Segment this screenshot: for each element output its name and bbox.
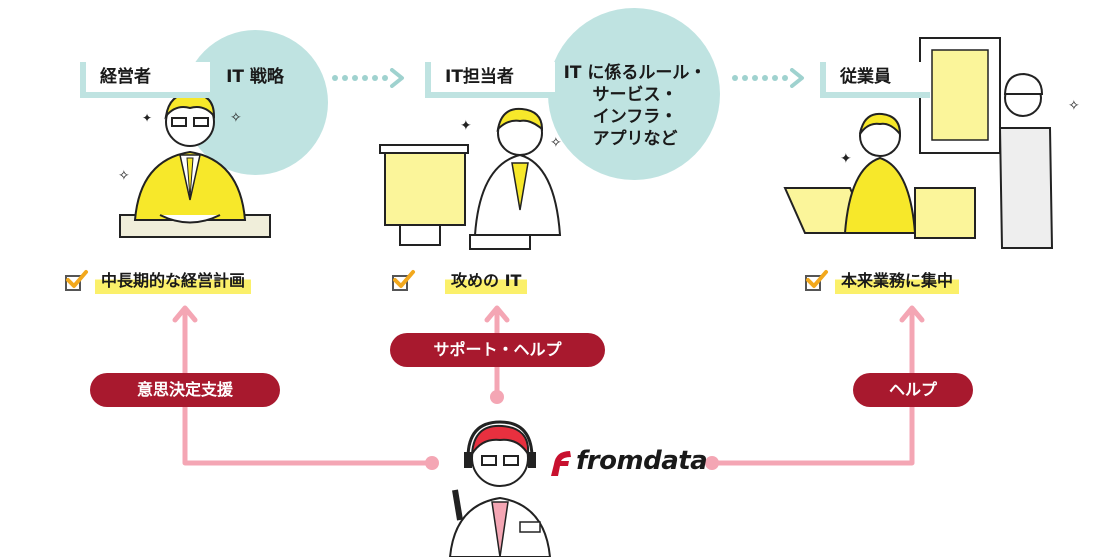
role-employee-text: 従業員 (840, 67, 891, 87)
role-label-executive: 経営者 (80, 62, 210, 98)
role-label-it-staff: IT担当者 (425, 62, 555, 98)
support-pill-help-support: サポート・ヘルプ (390, 333, 605, 367)
role-label-employee: 従業員 (820, 62, 930, 98)
role-executive-text: 経営者 (100, 67, 151, 87)
role-it-staff-text: IT担当者 (445, 67, 514, 87)
flow-arrow-1 (332, 68, 404, 88)
svg-text:✧: ✧ (550, 135, 562, 151)
executive-illustration: ✧ ✧ ✦ (118, 92, 271, 238)
employee-illustration: ✦ ✧ (783, 37, 1080, 249)
check-icon (806, 270, 828, 288)
svg-text:✧: ✧ (118, 168, 130, 184)
check-icon (66, 270, 88, 288)
it-rules-bubble (548, 8, 720, 180)
check-icon (393, 270, 415, 288)
outcome-employee: 本来業務に集中 (835, 268, 960, 294)
flow-arrow-2 (732, 68, 804, 88)
it-strategy-text: IT 戦略 (226, 67, 284, 87)
support-pill-help: ヘルプ (853, 373, 973, 407)
it-rules-text: IT に係るルール・ サービス・ インフラ・ アプリなど (563, 63, 707, 149)
svg-text:✧: ✧ (230, 110, 242, 126)
svg-text:✦: ✦ (142, 111, 152, 125)
outcome-it-staff: 攻めの IT (445, 268, 528, 294)
fromdata-logo-mark-icon (551, 451, 571, 476)
fromdata-logo-text: fromdata (576, 446, 708, 476)
svg-text:✦: ✦ (840, 151, 852, 167)
support-pill-decision: 意思決定支援 (90, 373, 280, 407)
svg-text:✦: ✦ (460, 118, 472, 134)
outcome-executive: 中長期的な経営計画 (95, 268, 252, 294)
svg-text:✧: ✧ (1068, 98, 1080, 114)
it-staff-illustration: ✦ ✧ (379, 107, 562, 250)
support-operator-illustration (448, 420, 552, 557)
